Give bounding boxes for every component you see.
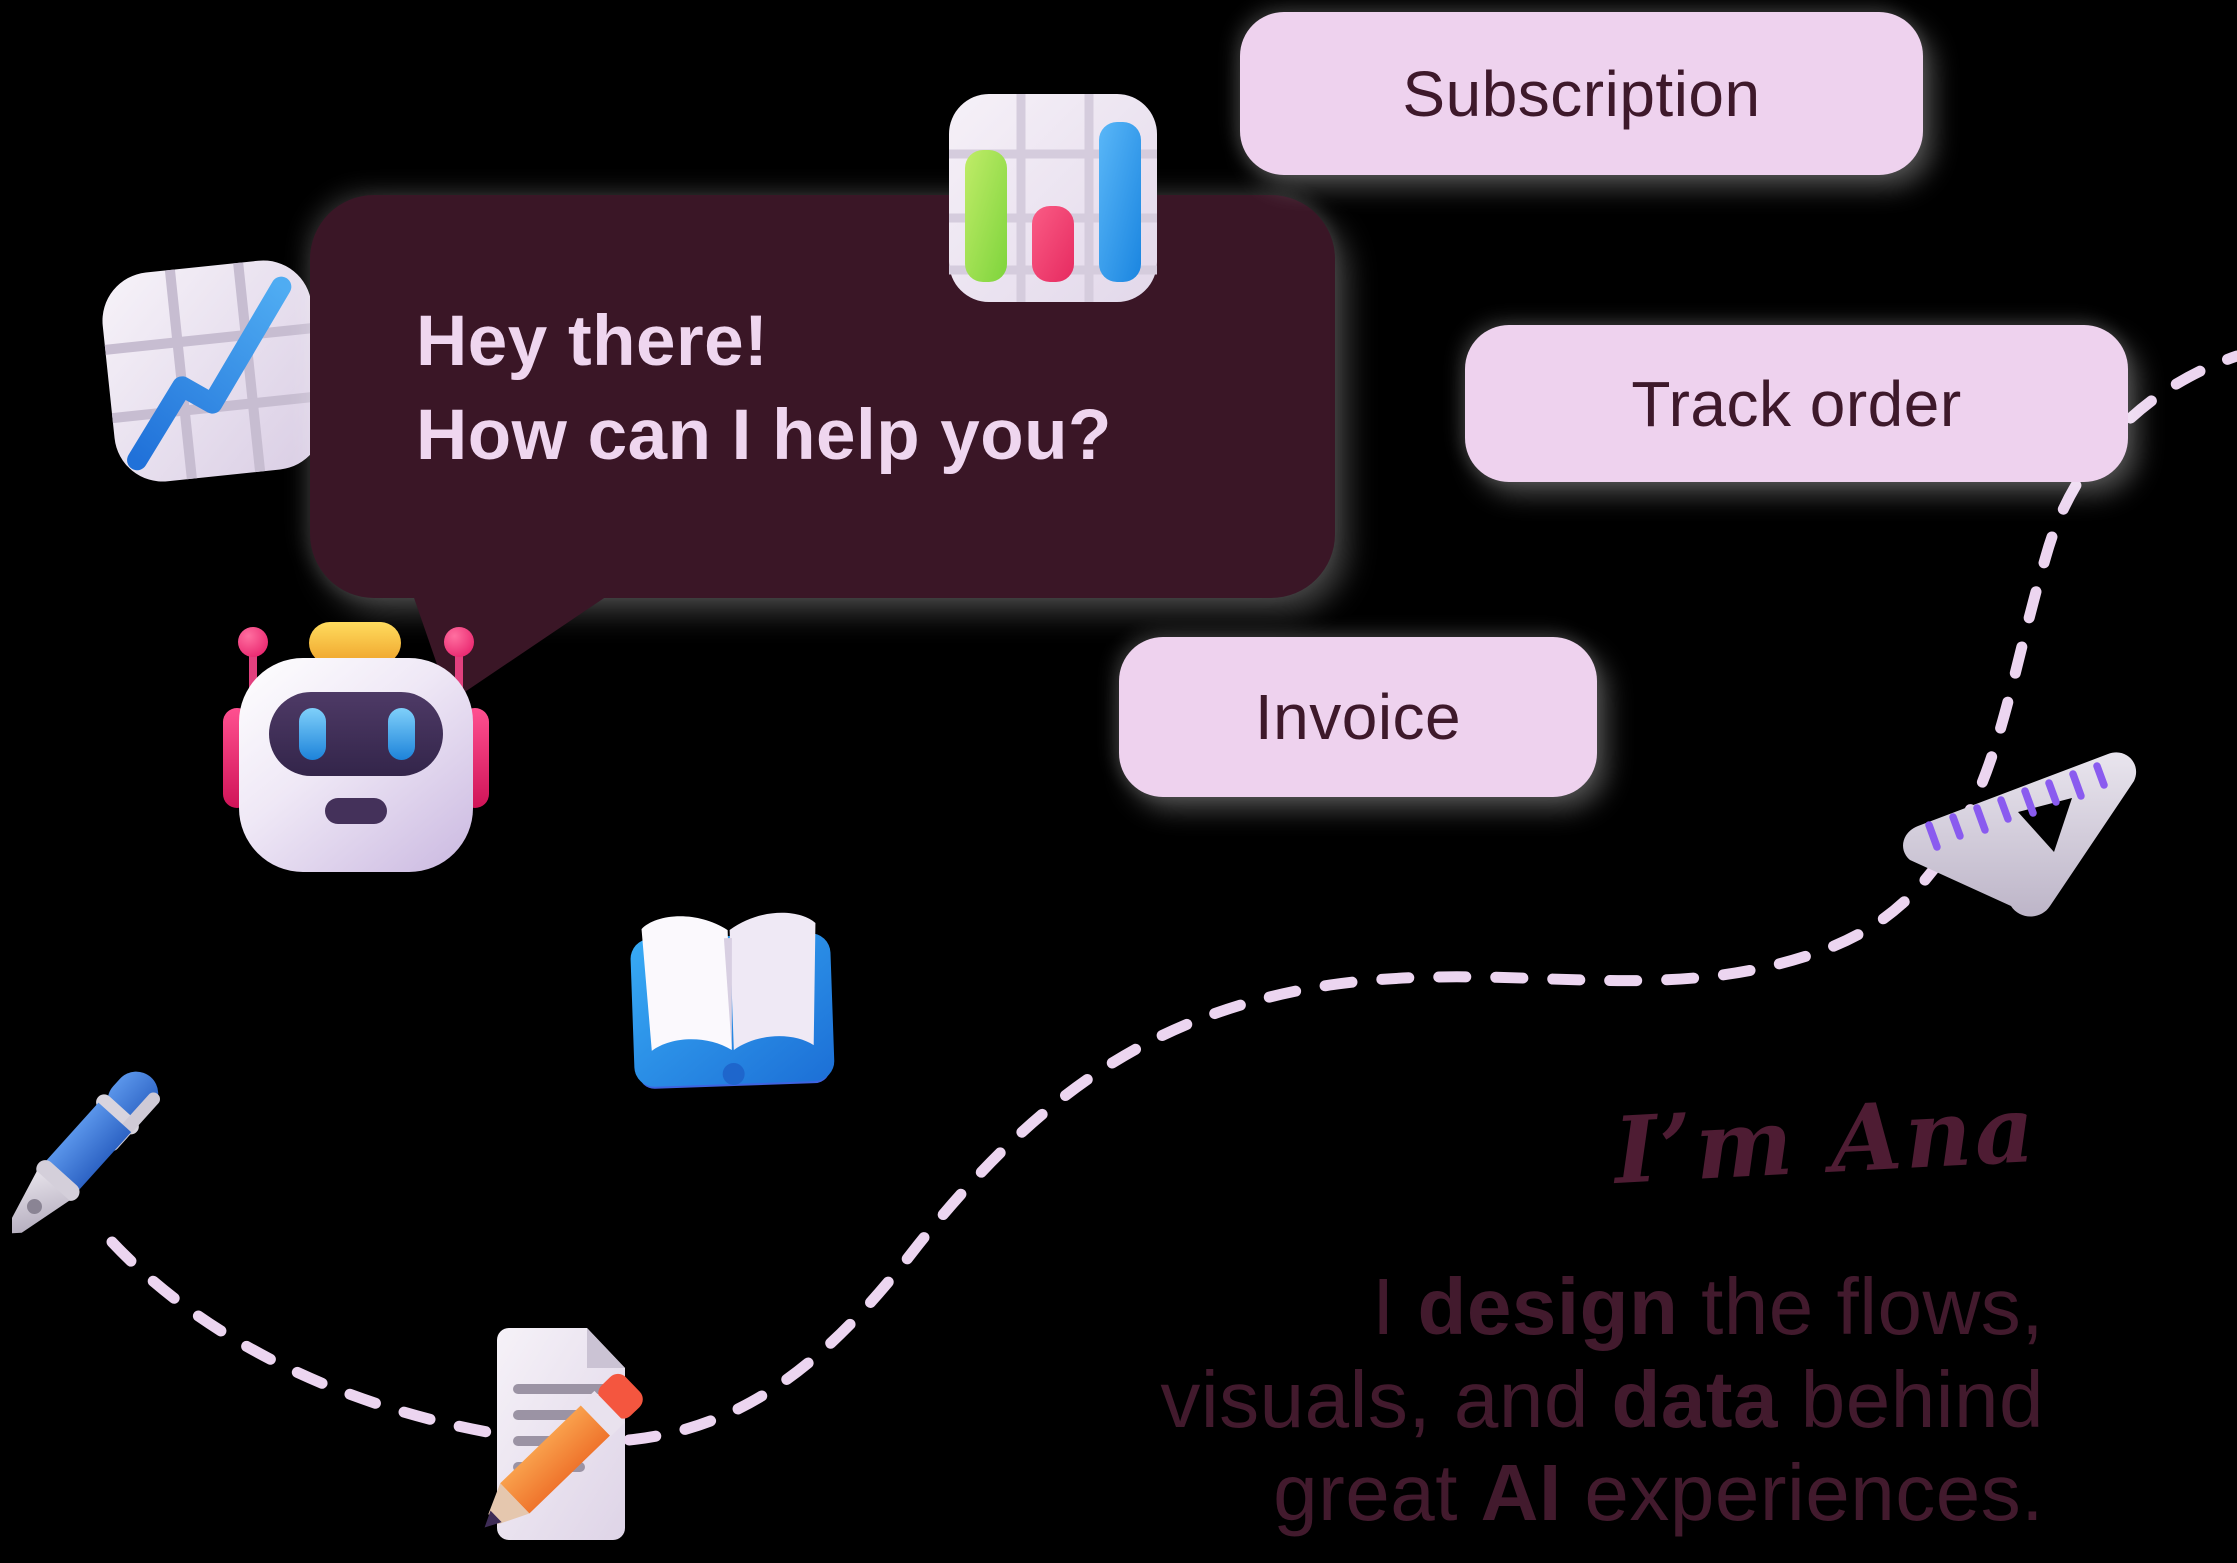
fountain-pen-icon — [12, 1071, 160, 1234]
quick-reply-track-order[interactable]: Track order — [1465, 325, 2128, 482]
quick-reply-subscription-label: Subscription — [1402, 57, 1761, 130]
bar-chart-icon — [949, 94, 1157, 302]
open-book-icon — [630, 912, 835, 1089]
greeting-text: I’m Ana — [1611, 1074, 2040, 1206]
intro-line-1: I design the flows, — [1372, 1262, 2044, 1351]
intro-paragraph: I design the flows, visuals, and data be… — [944, 1260, 2044, 1539]
robot-icon — [223, 622, 489, 872]
chat-line-1: Hey there! — [416, 302, 769, 381]
line-chart-icon — [102, 260, 324, 482]
quick-reply-subscription[interactable]: Subscription — [1240, 12, 1923, 175]
chat-bubble: Hey there! How can I help you? — [310, 195, 1335, 598]
chat-line-2: How can I help you? — [416, 396, 1112, 475]
intro-line-2: visuals, and data behind — [1160, 1355, 2044, 1444]
quick-reply-track-order-label: Track order — [1631, 367, 1962, 440]
intro-line-3: great AI experiences. — [1273, 1448, 2044, 1537]
document-pencil-icon — [484, 1328, 643, 1540]
chat-bubble-text: Hey there! How can I help you? — [416, 295, 1112, 483]
triangle-ruler-icon — [1903, 752, 2137, 917]
quick-reply-invoice[interactable]: Invoice — [1119, 637, 1597, 797]
quick-reply-invoice-label: Invoice — [1254, 681, 1462, 753]
